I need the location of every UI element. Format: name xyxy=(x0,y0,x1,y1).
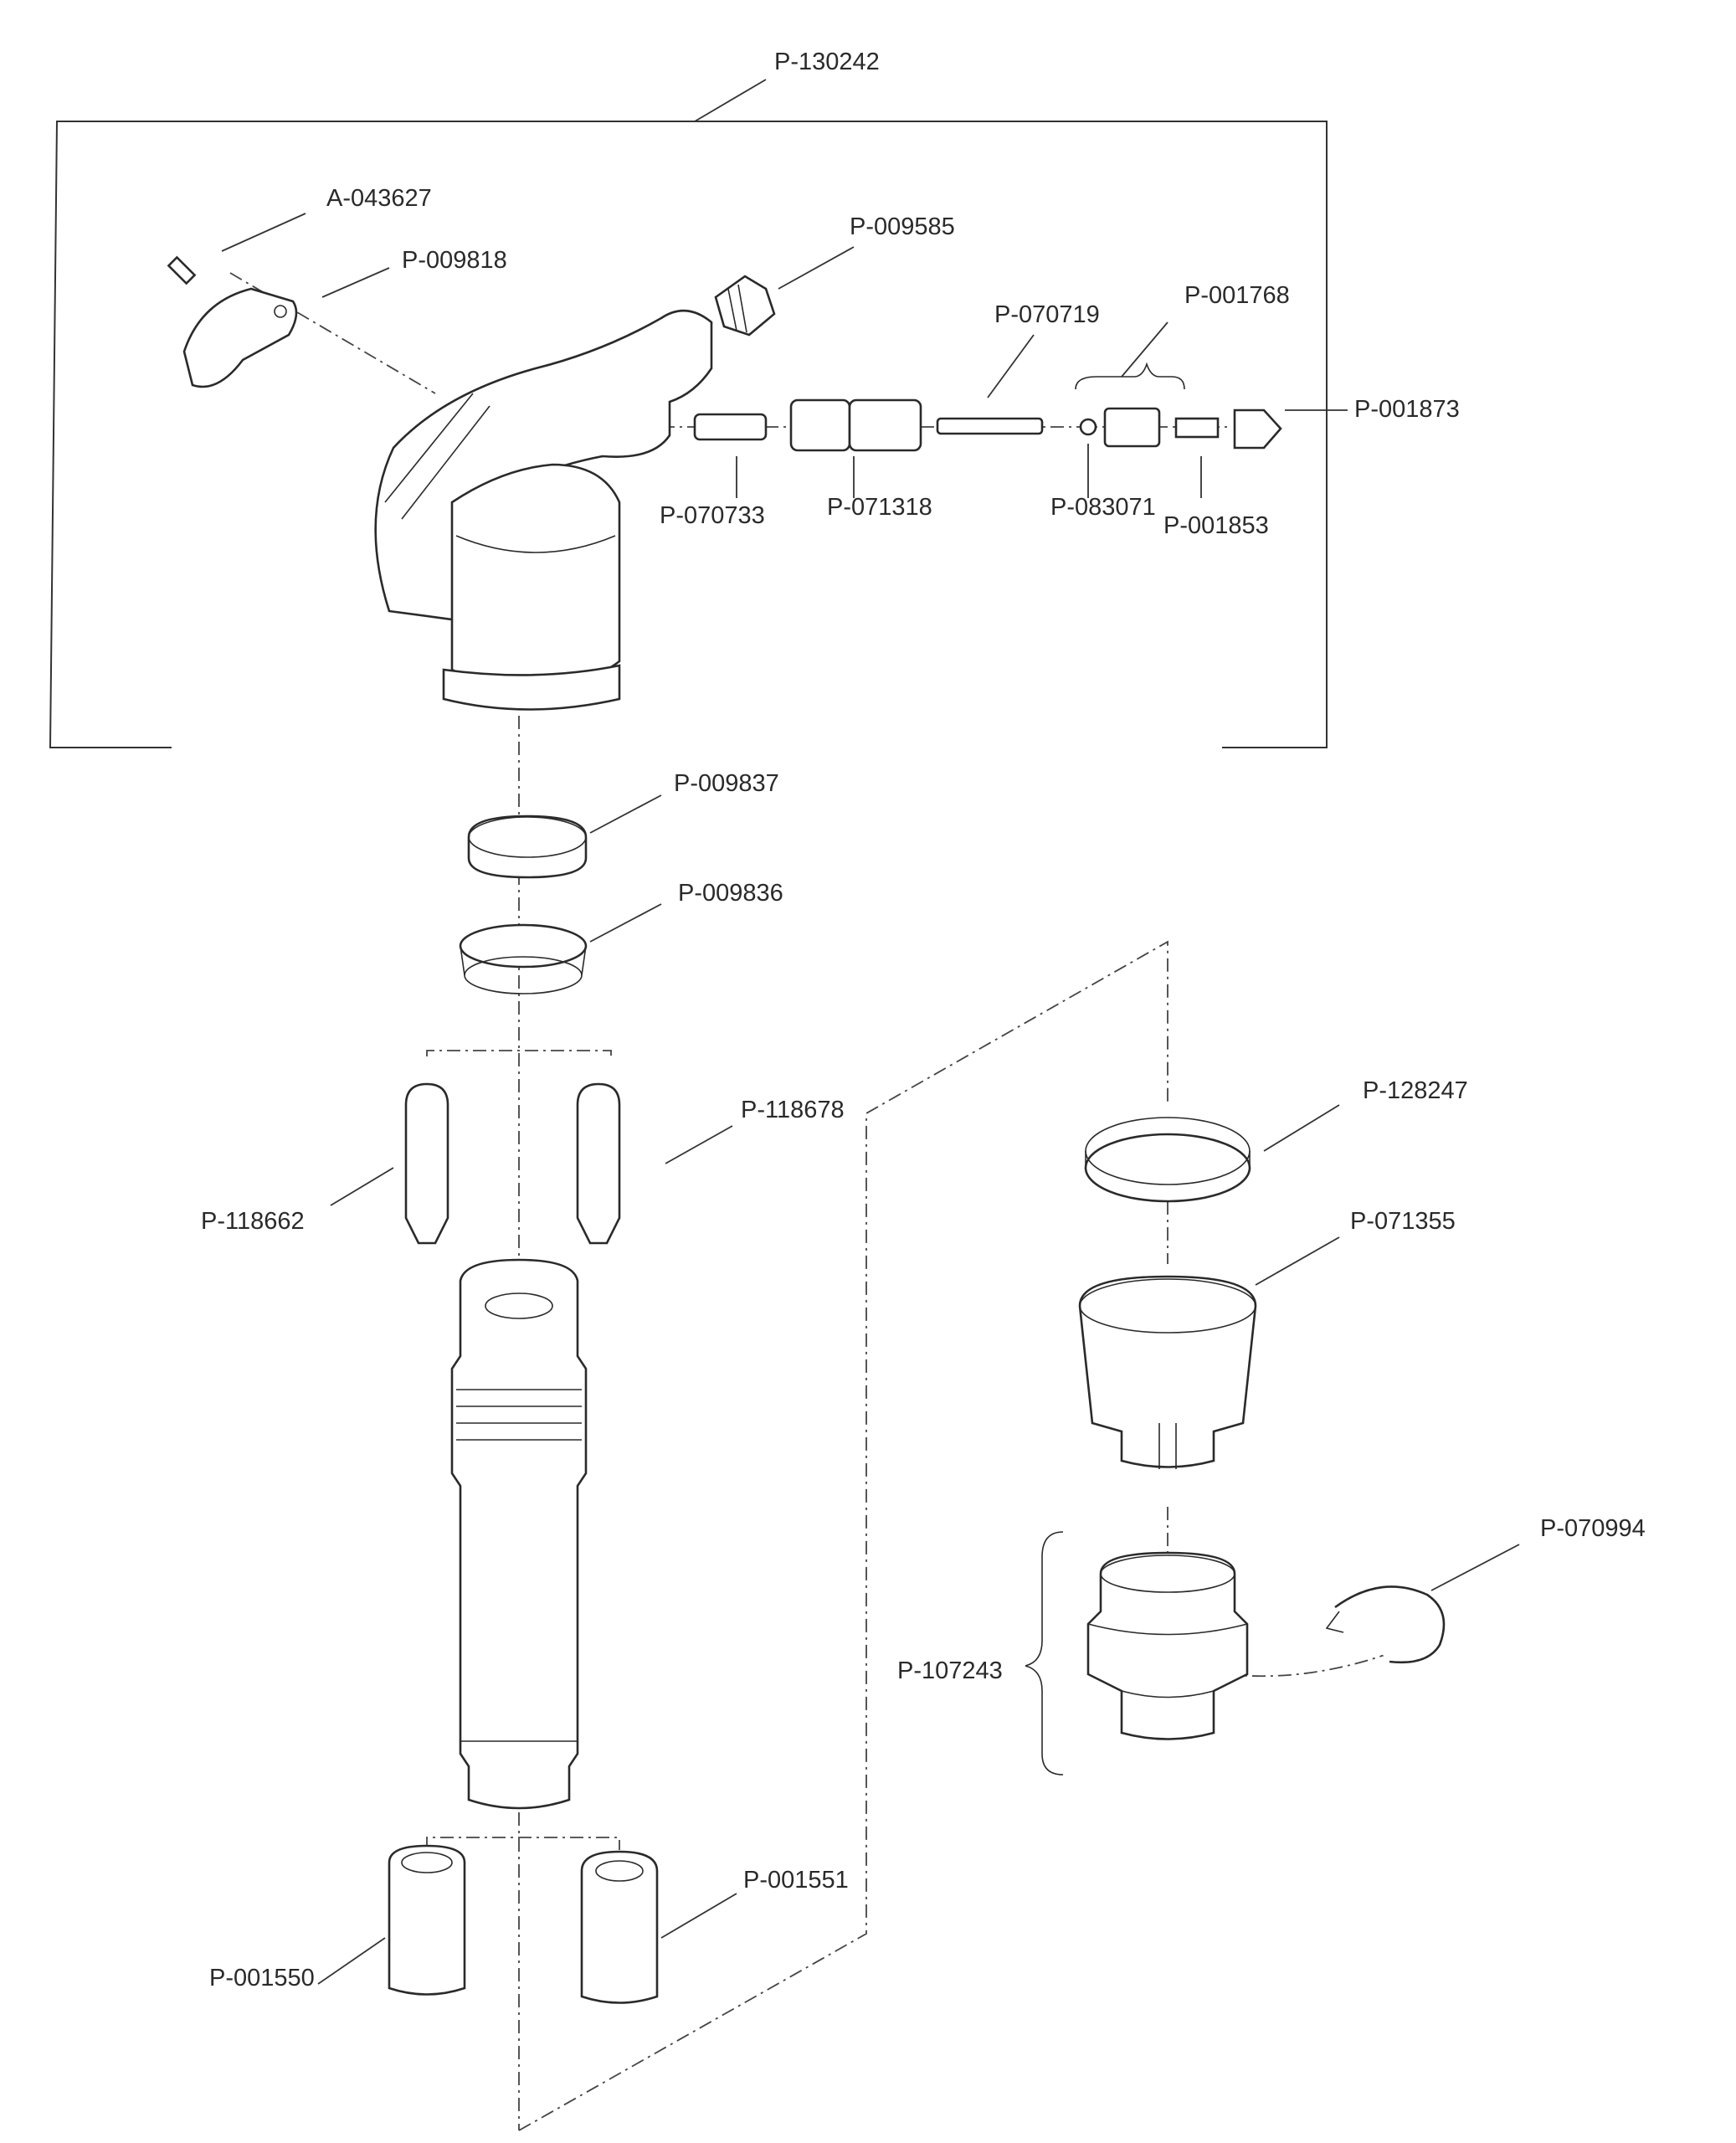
trigger-lever xyxy=(167,255,298,388)
leader-lines xyxy=(221,213,1520,1985)
label-p070994: P-070994 xyxy=(1540,1515,1646,1542)
label-p118678: P-118678 xyxy=(741,1097,845,1123)
label-p009837: P-009837 xyxy=(674,770,779,797)
inlet-bushing xyxy=(714,275,776,337)
seal-ring xyxy=(459,923,588,994)
label-p001873: P-001873 xyxy=(1354,396,1460,423)
label-p128247: P-128247 xyxy=(1363,1077,1468,1104)
label-p070719: P-070719 xyxy=(994,301,1100,328)
label-p001768: P-001768 xyxy=(1184,282,1290,309)
label-p130242: P-130242 xyxy=(774,49,880,75)
retainer-body xyxy=(1025,1531,1249,1776)
label-p070733: P-070733 xyxy=(660,502,765,529)
valve-parts xyxy=(693,362,1282,452)
bottom-bushings xyxy=(388,1844,659,2004)
label-p118662: P-118662 xyxy=(201,1208,305,1235)
label-p009818: P-009818 xyxy=(402,247,507,274)
label-p071355: P-071355 xyxy=(1350,1208,1456,1235)
label-p001551: P-001551 xyxy=(743,1867,849,1894)
label-p107243: P-107243 xyxy=(897,1657,1003,1684)
label-p083071: P-083071 xyxy=(1050,494,1156,521)
label-p001550: P-001550 xyxy=(209,1965,315,1991)
retainer-sleeve xyxy=(1078,1275,1257,1469)
castellated-ring xyxy=(1084,1117,1251,1203)
plunger-pins xyxy=(404,1082,621,1245)
assembly-frame xyxy=(49,79,1328,748)
label-p009585: P-009585 xyxy=(850,213,955,240)
label-p009836: P-009836 xyxy=(678,880,783,907)
handle-housing xyxy=(374,309,713,711)
spring-clip xyxy=(1325,1585,1446,1664)
label-a043627: A-043627 xyxy=(326,185,432,212)
seal-disk xyxy=(467,815,588,879)
part-labels: P-130242 A-043627 P-009818 P-009585 P-07… xyxy=(201,49,1646,1991)
label-p001853: P-001853 xyxy=(1163,512,1269,539)
label-p071318: P-071318 xyxy=(827,494,932,521)
barrel xyxy=(450,1258,588,1810)
